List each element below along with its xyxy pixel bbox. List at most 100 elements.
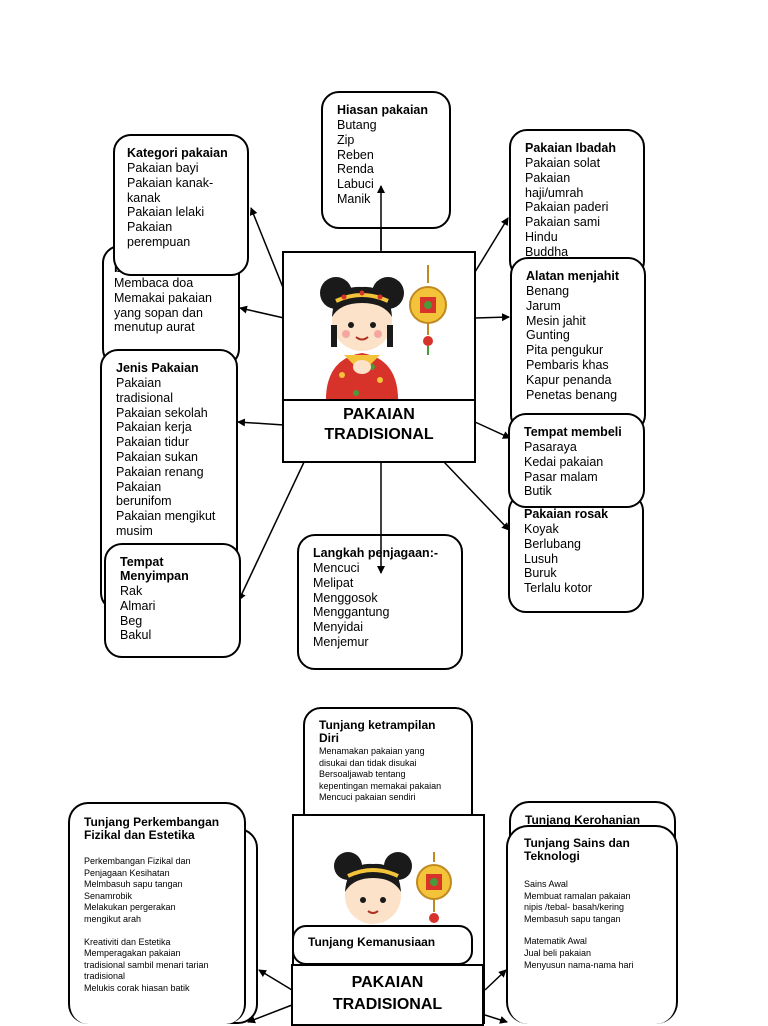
- list-item: Pakaian: [525, 170, 571, 185]
- arrow-to-tempat-beli: [474, 421, 511, 439]
- list-item: [84, 926, 230, 937]
- list-item: Memakai pakaian: [114, 290, 212, 305]
- arrow-to-jenis: [237, 418, 285, 427]
- arrow-bottom-left: [247, 1004, 293, 1024]
- list-item: tradisional: [84, 971, 126, 982]
- list-item: Terlalu kotor: [524, 581, 593, 596]
- arrow-to-fizikal: [258, 969, 293, 991]
- list-item: Perkembangan Fizikal dan: [84, 856, 191, 866]
- center-topic-top: PAKAIAN TRADISIONAL: [282, 251, 476, 463]
- list-item: tradisional: [116, 390, 173, 405]
- list-item: Pakaian solat: [525, 156, 601, 170]
- list-item: Kapur penanda: [526, 372, 612, 387]
- list-item: Kedai pakaian: [524, 454, 604, 469]
- box-ibadah-title: Pakaian Ibadah: [525, 141, 617, 155]
- arrow-to-tempat-simpan: [238, 459, 306, 601]
- list-item: Melipat: [313, 575, 354, 590]
- list-item: Bersoaljawab tentang: [319, 769, 406, 780]
- ornament-charm-2: [416, 852, 452, 923]
- list-item: Menjemur: [313, 634, 369, 649]
- list-item: Menyidai: [313, 620, 364, 635]
- center-title-top: PAKAIAN TRADISIONAL: [284, 399, 474, 461]
- list-item: Butik: [524, 484, 552, 499]
- list-item: Senamrobik: [84, 890, 133, 901]
- list-item: Rak: [120, 584, 143, 598]
- list-item: Pita pengukur: [526, 343, 604, 358]
- arrow-to-kategori: [249, 207, 285, 291]
- list-item: Buruk: [524, 566, 557, 581]
- box-langkah-penjagaan: Langkah penjagaan:- Mencuci Melipat Meng…: [297, 534, 463, 670]
- box-tempat-menyimpan: Tempat Menyimpan Rak Almari Beg Bakul: [104, 543, 241, 658]
- ornament-charm: [409, 265, 447, 355]
- box-pakaian-ibadah: Pakaian Ibadah Pakaian solat Pakaian haj…: [509, 129, 645, 279]
- center-bottom-line1: PAKAIAN: [351, 974, 424, 991]
- list-item: Membasuh sapu tangan: [524, 913, 621, 924]
- center-title-line1: PAKAIAN: [343, 406, 415, 423]
- box-tunjang-fizikal: Tunjang Perkembangan Fizikal dan Estetik…: [68, 802, 246, 1024]
- list-item: Melakukan pergerakan: [84, 902, 176, 913]
- list-item: Mencuci: [313, 561, 360, 575]
- arrow-to-sains: [484, 969, 507, 991]
- list-item: Labuci: [337, 177, 374, 192]
- box-tunjang-sains: Tunjang Sains dan Teknologi Sains Awal M…: [506, 825, 678, 1024]
- box-kategori-title: Kategori pakaian: [127, 146, 228, 160]
- list-item: Pakaian: [127, 220, 173, 235]
- box-pakaian-rosak: Pakaian rosak Koyak Berlubang Lusuh Buru…: [508, 493, 644, 613]
- box-sains-title-1: Tunjang Sains dan: [524, 836, 630, 850]
- list-item: Jual beli pakaian: [524, 947, 592, 958]
- list-item: Pakaian bayi: [127, 161, 199, 175]
- list-item: Pakaian paderi: [525, 200, 609, 215]
- list-item: Hindu: [525, 229, 558, 244]
- list-item: Pakaian sekolah: [116, 405, 208, 420]
- box-tempat-membeli-title: Tempat membeli: [524, 425, 622, 439]
- center-bottom-line2: TRADISIONAL: [332, 996, 443, 1013]
- list-item: Menggosok: [313, 590, 378, 605]
- list-item: Pembaris khas: [526, 357, 609, 372]
- center-title-bottom: PAKAIAN TRADISIONAL: [291, 964, 484, 1026]
- list-item: Membaca doa: [114, 276, 194, 290]
- list-item: Penjagaan Kesihatan: [84, 867, 170, 878]
- box-rosak-title: Pakaian rosak: [524, 507, 609, 521]
- list-item: Memperagakan pakaian: [84, 948, 181, 959]
- list-item: Manik: [337, 191, 371, 206]
- list-item: kanak: [127, 190, 161, 205]
- list-item: Reben: [337, 147, 374, 162]
- list-item: Pakaian sami: [525, 215, 601, 230]
- list-item: Pakaian sukan: [116, 449, 199, 464]
- list-item: Pakaian renang: [116, 464, 204, 479]
- list-item: haji/umrah: [525, 185, 584, 200]
- girl-figure: [320, 277, 404, 405]
- list-item: Buddha: [525, 244, 569, 259]
- box-tempat-membeli: Tempat membeli Pasaraya Kedai pakaian Pa…: [508, 413, 645, 508]
- box-tempat-menyimpan-title-2: Menyimpan: [120, 569, 189, 583]
- arrow-to-ibadah: [474, 217, 509, 273]
- list-item: Menyusun nama-nama hari: [524, 959, 634, 970]
- box-langkah-title: Langkah penjagaan:-: [313, 546, 439, 560]
- list-item: perempuan: [127, 234, 191, 249]
- box-kerohanian-title: Tunjang Kerohanian: [525, 813, 641, 827]
- box-tempat-menyimpan-title-1: Tempat: [120, 555, 164, 569]
- list-item: Pakaian lelaki: [127, 205, 205, 220]
- list-item: Melmbasuh sapu tangan: [84, 879, 183, 890]
- arrow-to-rosak: [443, 461, 510, 531]
- list-item: Penetas benang: [526, 387, 618, 402]
- list-item: Matematik Awal: [524, 936, 587, 947]
- center-topic-bottom: PAKAIAN TRADISIONAL: [291, 814, 485, 1026]
- box-hiasan-title: Hiasan pakaian: [337, 103, 429, 117]
- list-item: Mencuci pakaian sendiri: [319, 792, 416, 803]
- box-sains-title-2: Teknologi: [524, 849, 580, 863]
- list-item: Pasar malam: [524, 469, 598, 484]
- list-item: mengikut arah: [84, 913, 142, 924]
- list-item: Pakaian tidur: [116, 435, 189, 450]
- list-item: Jarum: [526, 298, 561, 313]
- list-item: [524, 925, 660, 936]
- list-item: Menamakan pakaian yang: [319, 746, 425, 756]
- list-item: Beg: [120, 613, 143, 628]
- box-alatan-title: Alatan menjahit: [526, 269, 620, 283]
- list-item: menutup aurat: [114, 320, 195, 335]
- box-fizikal-title-1: Tunjang Perkembangan: [84, 815, 220, 829]
- list-item: Pakaian mengikut: [116, 509, 216, 524]
- box-jenis-title: Jenis Pakaian: [116, 361, 199, 375]
- arrow-to-berpakaian: [239, 305, 285, 319]
